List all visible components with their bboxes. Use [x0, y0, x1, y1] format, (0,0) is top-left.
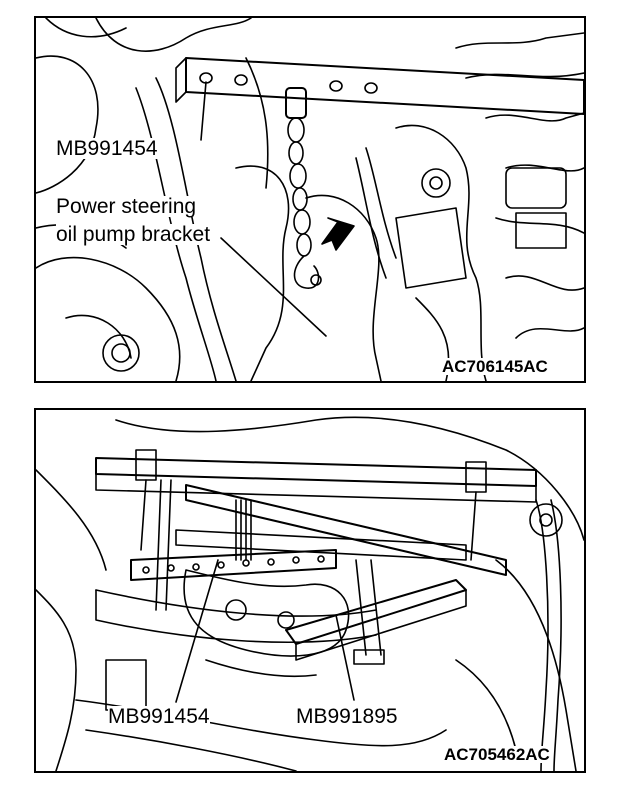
engine-bay-drawing-bottom	[36, 416, 584, 771]
figure-code-top: AC706145AC	[442, 357, 548, 376]
bracket-label-line2: oil pump bracket	[56, 223, 211, 246]
engine-bay-drawing-top	[36, 18, 584, 381]
bottom-illustration-panel: MB991454 MB991895 AC705462AC	[34, 408, 586, 773]
tool-label-mb991454-bottom: MB991454	[108, 705, 210, 728]
tool-label-mb991895: MB991895	[296, 705, 398, 728]
figure-code-bottom: AC705462AC	[444, 745, 550, 764]
bracket-label-line1: Power steering	[56, 195, 197, 218]
tool-label-mb991454: MB991454	[56, 137, 158, 160]
top-illustration-panel: MB991454 Power steering oil pump bracket…	[34, 16, 586, 383]
